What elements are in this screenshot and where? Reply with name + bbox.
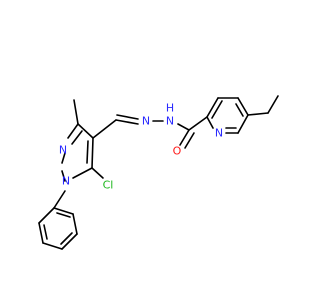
bond	[60, 232, 73, 245]
oxygen-label: O	[173, 145, 182, 158]
bond	[188, 116, 208, 131]
amide-nitrogen-label: N	[166, 115, 174, 128]
bond	[211, 100, 223, 119]
bond	[237, 97, 249, 116]
molecule-diagram: N N Cl N N H O N	[38, 95, 279, 250]
bond	[184, 132, 195, 149]
bond	[179, 129, 190, 146]
bond	[116, 114, 139, 120]
bond	[206, 97, 219, 118]
bond	[72, 213, 78, 235]
bonds	[38, 95, 279, 250]
bond	[61, 152, 66, 164]
imine-nitrogen-label: N	[142, 115, 150, 128]
bond	[53, 207, 74, 215]
bond	[267, 95, 279, 114]
chlorine-label: Cl	[103, 179, 114, 192]
bond	[77, 123, 94, 139]
bond	[71, 130, 83, 145]
bond	[61, 233, 78, 250]
bond	[177, 123, 190, 131]
ring-nitrogen-label: N	[59, 144, 67, 157]
pyridine-nitrogen-label: N	[215, 127, 223, 140]
ring-nitrogen-label: N	[62, 175, 70, 188]
atom-labels: N N Cl N N H O N	[59, 102, 223, 192]
bond	[115, 119, 139, 125]
bond	[72, 167, 93, 179]
bond	[73, 99, 79, 125]
bond	[91, 137, 94, 169]
bond	[91, 167, 104, 179]
bond	[42, 242, 63, 250]
bond	[92, 119, 117, 139]
bond	[235, 103, 244, 117]
bond	[206, 116, 214, 129]
molecule-structure: N N Cl N N H O N	[38, 95, 279, 250]
bond	[67, 123, 79, 139]
bond	[237, 114, 249, 134]
bond	[61, 170, 66, 182]
bond	[43, 224, 48, 240]
bond	[247, 112, 269, 116]
bond	[86, 140, 89, 164]
bond	[38, 222, 44, 244]
bond	[38, 207, 55, 224]
bond	[56, 212, 71, 218]
amide-hydrogen-label: H	[166, 102, 174, 115]
bond	[53, 190, 66, 209]
